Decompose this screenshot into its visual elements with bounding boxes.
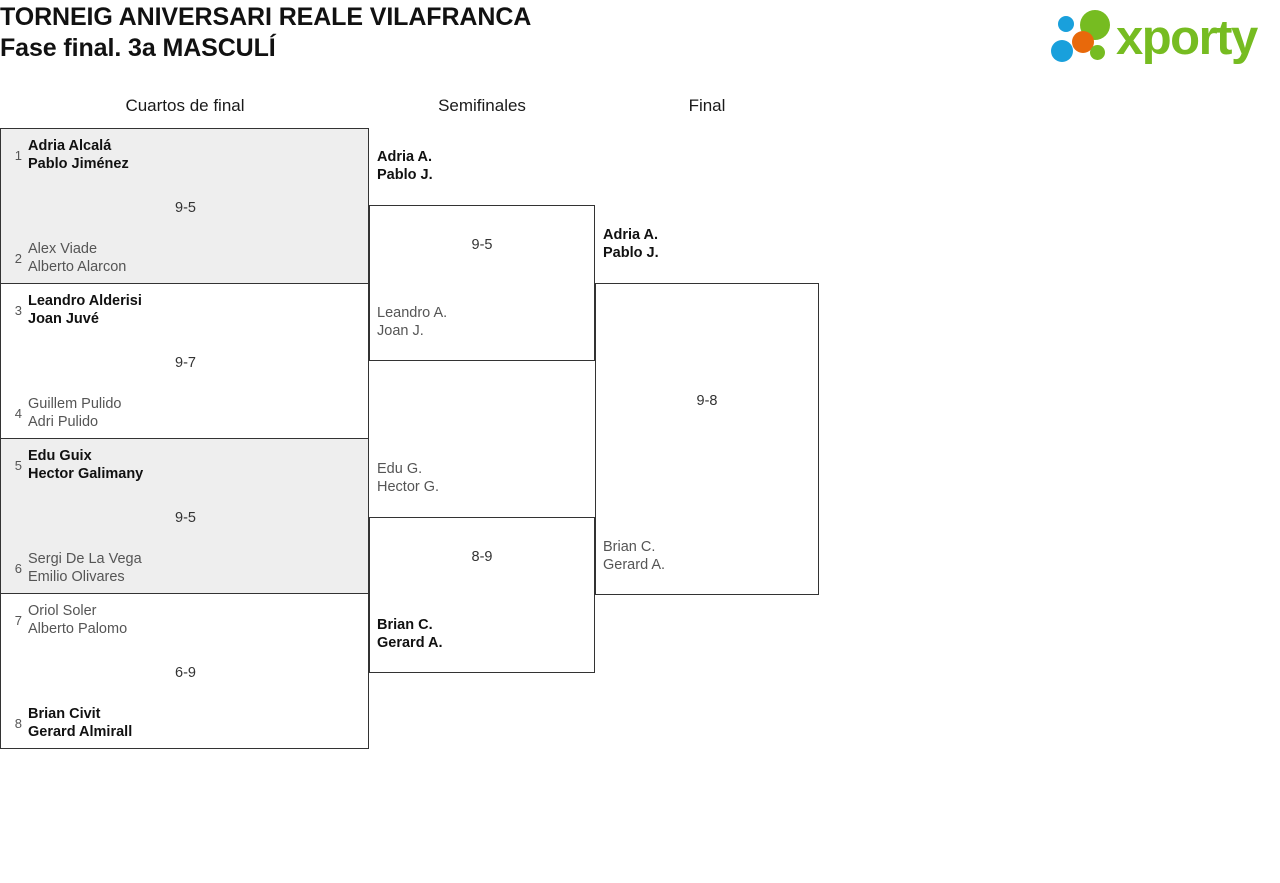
player-name-1: Brian C. [603,539,656,555]
round-header-final: Final [688,96,726,115]
player-name-1: Leandro Alderisi [28,293,142,309]
round-header-quarterfinals: Cuartos de final [125,96,245,115]
logo-dot-blue-large [1051,40,1073,62]
team-names: Alex Viade Alberto Alarcon [28,240,126,276]
seed-number: 3 [14,303,22,318]
final-score: 9-8 [696,393,718,409]
player-name-2: Pablo J. [377,167,433,183]
match-team-top[interactable]: 7 Oriol Soler Alberto Palomo [1,602,361,642]
match-team-bottom[interactable]: 6 Sergi De La Vega Emilio Olivares [1,550,361,590]
seed-number: 5 [14,458,22,473]
player-name-2: Pablo Jiménez [28,156,129,172]
match-score: 9-5 [175,510,196,526]
player-name-1: Oriol Soler [28,603,97,619]
round-headers: Cuartos de final Semifinales Final [0,94,900,122]
semifinal-2-score: 8-9 [471,549,493,565]
player-name-2: Hector G. [377,479,440,495]
team-names: Adria Alcalá Pablo Jiménez [28,137,129,173]
match-team-top[interactable]: 1 Adria Alcalá Pablo Jiménez [1,137,361,177]
team-names: Oriol Soler Alberto Palomo [28,602,127,638]
final-match-connector[interactable] [595,283,819,595]
player-name-1: Edu G. [377,461,423,477]
player-name-1: Leandro A. [377,305,448,321]
semifinal-1-team-top[interactable]: Adria A. Pablo J. [377,148,433,184]
match-team-bottom[interactable]: 8 Brian Civit Gerard Almirall [1,705,361,745]
seed-number: 7 [14,613,22,628]
player-name-2: Hector Galimany [28,466,144,482]
round-header-semifinals: Semifinales [438,96,526,115]
team-names: Sergi De La Vega Emilio Olivares [28,550,142,586]
semifinal-2-team-top[interactable]: Edu G. Hector G. [377,460,439,496]
tournament-title-line-2: Fase final. 3a MASCULÍ [0,34,276,62]
team-names: Guillem Pulido Adri Pulido [28,395,122,431]
tournament-bracket: 1 Adria Alcalá Pablo Jiménez 9-5 2 Alex … [0,128,900,768]
player-name-1: Guillem Pulido [28,396,122,412]
logo-dot-green-small [1090,45,1105,60]
player-name-1: Edu Guix [28,448,92,464]
logo-dots-icon [1048,8,1124,68]
player-name-2: Gerard Almirall [28,724,133,740]
player-name-2: Pablo J. [603,245,659,261]
semifinal-1-team-bottom[interactable]: Leandro A. Joan J. [377,304,447,340]
player-name-1: Adria A. [377,149,433,165]
semifinal-1-score: 9-5 [471,237,493,253]
match-team-top[interactable]: 3 Leandro Alderisi Joan Juvé [1,292,361,332]
player-name-2: Alberto Palomo [28,621,128,637]
player-name-1: Sergi De La Vega [28,551,142,567]
match-score: 9-7 [175,355,196,371]
player-name-2: Joan Juvé [28,311,99,327]
player-name-1: Adria A. [603,227,659,243]
logo-wordmark: xporty [1116,11,1258,65]
player-name-2: Joan J. [377,323,424,339]
semifinal-match-1-connector[interactable] [369,205,595,361]
final-team-bottom[interactable]: Brian C. Gerard A. [603,538,665,574]
player-name-2: Adri Pulido [28,414,99,430]
quarterfinal-match-1[interactable]: 1 Adria Alcalá Pablo Jiménez 9-5 2 Alex … [0,128,369,283]
semifinal-2-team-bottom[interactable]: Brian C. Gerard A. [377,616,443,652]
player-name-1: Adria Alcalá [28,138,112,154]
semifinal-match-2-connector[interactable] [369,517,595,673]
player-name-1: Brian Civit [28,706,101,722]
tournament-title-line-1: TORNEIG ANIVERSARI REALE VILAFRANCA [0,3,532,31]
match-score: 9-5 [175,200,196,216]
team-names: Edu Guix Hector Galimany [28,447,143,483]
match-team-bottom[interactable]: 2 Alex Viade Alberto Alarcon [1,240,361,280]
tournament-title-block: TORNEIG ANIVERSARI REALE VILAFRANCA Fase… [0,2,531,64]
player-name-1: Alex Viade [28,241,98,257]
seed-number: 8 [14,716,22,731]
seed-number: 2 [14,251,22,266]
page-header: TORNEIG ANIVERSARI REALE VILAFRANCA Fase… [0,0,1280,88]
final-team-top[interactable]: Adria A. Pablo J. [603,226,659,262]
player-name-2: Gerard A. [603,557,666,573]
team-names: Leandro Alderisi Joan Juvé [28,292,142,328]
player-name-2: Gerard A. [377,635,443,651]
logo-dot-orange [1072,31,1094,53]
seed-number: 4 [14,406,22,421]
match-score: 6-9 [175,665,196,681]
match-team-bottom[interactable]: 4 Guillem Pulido Adri Pulido [1,395,361,435]
quarterfinal-match-2[interactable]: 3 Leandro Alderisi Joan Juvé 9-7 4 Guill… [0,283,369,438]
quarterfinal-match-4[interactable]: 7 Oriol Soler Alberto Palomo 6-9 8 Brian… [0,593,369,749]
player-name-1: Brian C. [377,617,433,633]
team-names: Brian Civit Gerard Almirall [28,705,132,741]
match-team-top[interactable]: 5 Edu Guix Hector Galimany [1,447,361,487]
logo-dot-blue-small [1058,16,1074,32]
xporty-logo[interactable]: xporty [1048,8,1278,68]
player-name-2: Alberto Alarcon [28,259,127,275]
player-name-2: Emilio Olivares [28,569,125,585]
seed-number: 6 [14,561,22,576]
seed-number: 1 [14,148,22,163]
quarterfinal-match-3[interactable]: 5 Edu Guix Hector Galimany 9-5 6 Sergi D… [0,438,369,593]
